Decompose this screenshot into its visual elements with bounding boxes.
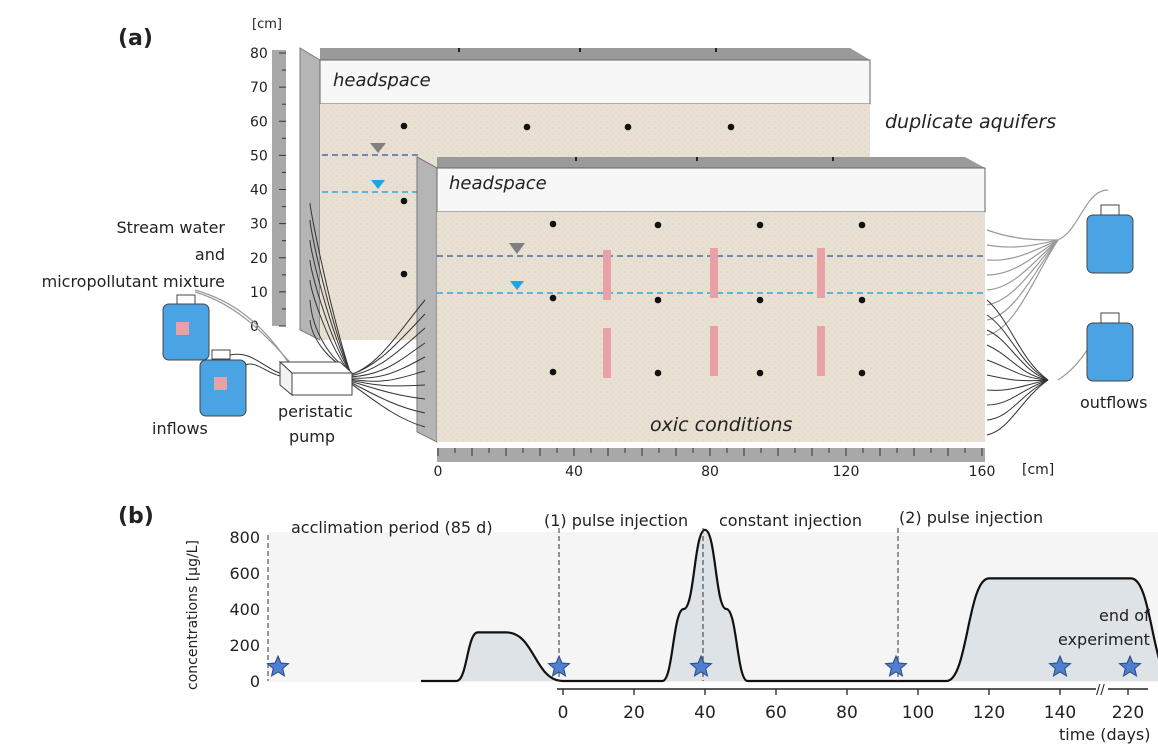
concentration-area bbox=[421, 529, 1158, 682]
back-water-table-light-marker bbox=[371, 180, 385, 189]
y-tick-label: 0 bbox=[250, 672, 260, 691]
front-water-table-light-marker bbox=[510, 281, 524, 290]
y-tick-label: 200 bbox=[229, 636, 260, 655]
x-tick-label: 140 bbox=[1044, 703, 1076, 723]
sampling-star bbox=[547, 654, 571, 677]
panel-b-label: (b) bbox=[118, 504, 154, 529]
x-axis-break: // bbox=[1096, 683, 1105, 698]
left-axis-tick-label: 10 bbox=[250, 285, 268, 301]
left-axis-tick-label: 20 bbox=[250, 251, 268, 267]
concentration-line bbox=[420, 528, 1158, 683]
inflow-bottle-2 bbox=[199, 349, 247, 417]
sampling-star bbox=[689, 654, 713, 677]
x-tick-label: 120 bbox=[973, 703, 1005, 723]
x-axis-label: time (days) bbox=[1059, 725, 1150, 744]
x-tick-label: 0 bbox=[558, 703, 569, 723]
left-axis-tick-label: 30 bbox=[250, 217, 268, 233]
end-label-line-2: experiment bbox=[1058, 630, 1150, 649]
inflow-tubing bbox=[229, 202, 426, 428]
left-axis-unit: [cm] bbox=[252, 17, 282, 32]
outflow-bottle-1 bbox=[1086, 204, 1134, 274]
front-aquifer: headspace oxic conditions bbox=[416, 156, 986, 443]
inflow-desc-line-3: micropollutant mixture bbox=[42, 272, 225, 291]
bottom-ruler: 0 40 80 120 160 [cm] bbox=[434, 448, 1054, 480]
back-water-table-dark-marker bbox=[370, 143, 386, 153]
y-axis-label: concentrations [µg/L] bbox=[185, 540, 201, 690]
sampling-star bbox=[1048, 654, 1072, 677]
x-tick-label: 220 bbox=[1112, 703, 1144, 723]
left-axis-tick-label: 60 bbox=[250, 114, 268, 130]
panel-a-label: (a) bbox=[118, 26, 153, 51]
left-ruler: [cm] 80 70 60 50 40 30 20 10 0 bbox=[250, 17, 286, 335]
left-axis-tick-label: 40 bbox=[250, 183, 268, 199]
bottom-axis-unit: [cm] bbox=[1022, 462, 1054, 478]
pump-label-line-2: pump bbox=[289, 427, 335, 446]
sampling-star bbox=[266, 654, 290, 677]
x-tick-label: 60 bbox=[765, 703, 787, 723]
phase-pulse-2-label: (2) pulse injection bbox=[899, 508, 1043, 527]
left-axis-tick-label: 50 bbox=[250, 148, 268, 164]
left-axis-tick-label: 0 bbox=[250, 319, 259, 335]
back-headspace-label: headspace bbox=[333, 70, 431, 91]
sampling-ports bbox=[603, 248, 825, 378]
x-tick-label: 80 bbox=[836, 703, 858, 723]
y-tick-label: 800 bbox=[229, 528, 260, 547]
x-tick-label: 20 bbox=[623, 703, 645, 723]
y-tick-label: 600 bbox=[229, 564, 260, 583]
bottom-axis-tick-label: 0 bbox=[434, 464, 443, 480]
phase-constant-label: constant injection bbox=[719, 511, 862, 530]
inflow-bottle-1 bbox=[162, 294, 210, 361]
bottom-axis-tick-label: 80 bbox=[701, 464, 719, 480]
x-axis: // 0 20 40 60 80 100 120 140 220 time (days) bbox=[557, 683, 1150, 744]
phase-pulse-1-label: (1) pulse injection bbox=[544, 511, 688, 530]
bottom-axis-tick-label: 120 bbox=[833, 464, 860, 480]
inflow-desc-line-1: Stream water bbox=[116, 218, 225, 237]
outflows-label: outflows bbox=[1080, 393, 1148, 412]
front-headspace-label: headspace bbox=[449, 173, 547, 194]
outflow-tubing-back bbox=[986, 189, 1111, 381]
phase-acclimation-label: acclimation period (85 d) bbox=[291, 518, 493, 537]
x-tick-label: 40 bbox=[694, 703, 716, 723]
inflow-desc-line-2: and bbox=[195, 245, 225, 264]
inflows-label: inflows bbox=[152, 419, 208, 438]
left-axis-tick-label: 80 bbox=[250, 46, 268, 62]
sampling-star bbox=[1118, 654, 1142, 677]
chart-plot-area bbox=[266, 528, 1158, 683]
front-water-table-dark-marker bbox=[509, 243, 525, 254]
oxic-conditions-label: oxic conditions bbox=[650, 414, 792, 436]
x-tick-label: 100 bbox=[902, 703, 934, 723]
left-axis-tick-label: 70 bbox=[250, 80, 268, 96]
peristaltic-pump bbox=[278, 360, 354, 397]
bottom-axis-tick-label: 160 bbox=[969, 464, 996, 480]
y-tick-label: 400 bbox=[229, 600, 260, 619]
y-tick-labels: 800 600 400 200 0 bbox=[229, 528, 260, 691]
inflow-tubing-top bbox=[194, 289, 296, 369]
end-label-line-1: end of bbox=[1099, 606, 1150, 625]
outflow-tubing-front bbox=[986, 299, 1049, 436]
pump-label-line-1: peristatic bbox=[278, 402, 353, 421]
sampling-star bbox=[884, 654, 908, 677]
duplicate-aquifers-label: duplicate aquifers bbox=[885, 111, 1056, 133]
outflow-bottle-2 bbox=[1086, 312, 1134, 382]
bottom-axis-tick-label: 40 bbox=[565, 464, 583, 480]
